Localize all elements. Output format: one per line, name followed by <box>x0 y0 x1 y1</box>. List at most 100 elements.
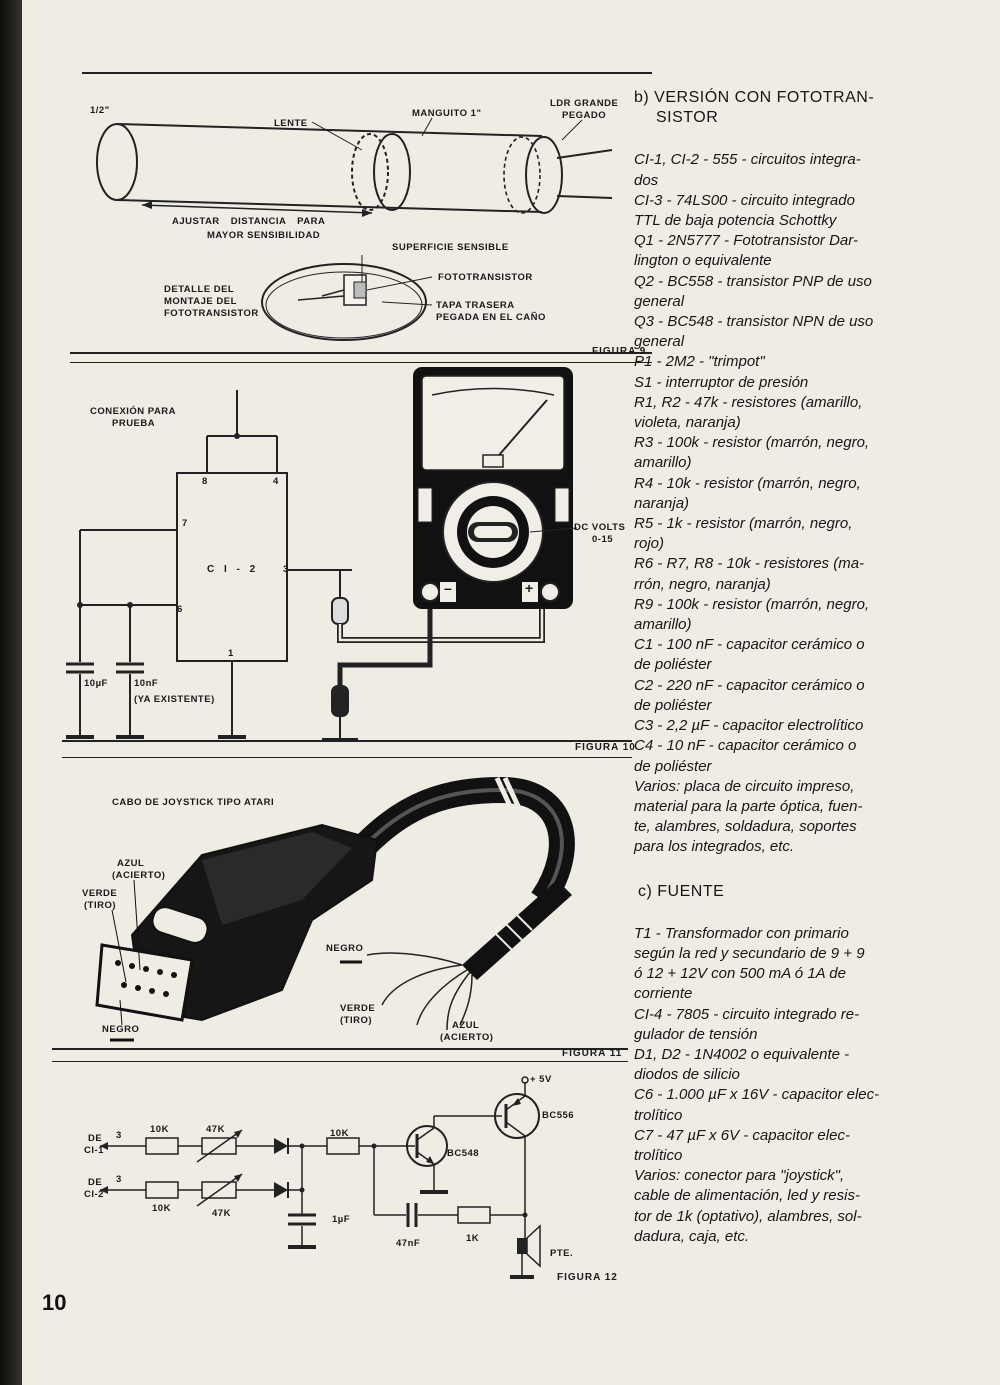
magazine-page: 1/2" LENTE MANGUITO 1" LDR GRANDE PEGADO… <box>22 0 1000 1385</box>
fig9-label: FIGURA 9 <box>592 346 647 357</box>
parts-list-b: CI-1, CI-2 - 555 - circuitos integra-dos… <box>634 150 944 857</box>
parts-list-line: C4 - 10 nF - capacitor cerámico o <box>634 737 857 755</box>
parts-list-line: de poliéster <box>634 757 712 775</box>
fig12-de-ci1-1: DE <box>88 1133 103 1144</box>
fig12-r47k-a: 47K <box>206 1124 225 1135</box>
parts-list-line: Q3 - BC548 - transistor NPN de uso <box>634 313 874 331</box>
parts-list-line: diodos de silicio <box>634 1066 740 1084</box>
fig9-ajustar-1: AJUSTAR DISTANCIA PARA <box>172 216 326 227</box>
fig12-de-ci2-2: CI-2 <box>84 1189 104 1200</box>
fig11-label: FIGURA 11 <box>562 1048 623 1059</box>
parts-list-line: R4 - 10k - resistor (marrón, negro, <box>634 474 861 492</box>
figure-11-drawing <box>95 776 575 1042</box>
fig11-verde-wire-1: VERDE <box>340 1003 376 1014</box>
parts-list-line: amarillo) <box>634 454 692 472</box>
fig10-dc-volts-2: 0-15 <box>592 534 614 545</box>
parts-list-line: R9 - 100k - resistor (marrón, negro, <box>634 595 870 613</box>
fig12-r47k-b: 47K <box>212 1208 231 1219</box>
parts-list-line: C1 - 100 nF - capacitor cerámico o <box>634 636 865 654</box>
fig11-azul-wire-1: AZUL <box>452 1020 480 1031</box>
fig9-ldr-2: PEGADO <box>562 110 607 121</box>
fig9-half-inch: 1/2" <box>90 105 110 116</box>
fig11-verde-wire-2: (TIRO) <box>340 1015 373 1026</box>
fig9-manguito: MANGUITO 1" <box>412 108 482 119</box>
heading-fuente: c) FUENTE <box>638 882 725 900</box>
fig12-r1k: 1K <box>466 1233 480 1244</box>
parts-list-line: Q2 - BC558 - transistor PNP de uso <box>634 272 872 290</box>
fig10-conexion-2: PRUEBA <box>112 418 156 429</box>
fig10-existente: (YA EXISTENTE) <box>134 694 215 705</box>
parts-list-line: D1, D2 - 1N4002 o equivalente - <box>634 1045 850 1063</box>
rule-top <box>82 72 652 74</box>
fig10-pin-3: 3 <box>283 564 289 575</box>
fig10-cap-10uf: 10µF <box>84 678 108 689</box>
figure-9-drawing <box>96 117 613 341</box>
parts-list-line: R6 - R7, R8 - 10k - resistores (ma- <box>634 555 865 573</box>
parts-list-line: C2 - 220 nF - capacitor cerámico o <box>634 676 865 694</box>
fig9-tapa-1: TAPA TRASERA <box>436 300 515 311</box>
fig10-plus: + <box>525 580 534 596</box>
parts-list-line: gulador de tensión <box>634 1025 758 1043</box>
parts-list-line: Varios: placa de circuito impreso, <box>634 777 855 795</box>
fig9-lente: LENTE <box>274 118 308 129</box>
parts-list-line: S1 - interruptor de presión <box>634 373 809 391</box>
parts-list-line: material para la parte óptica, fuen- <box>634 797 863 815</box>
parts-list-line: C3 - 2,2 µF - capacitor electrolítico <box>634 717 864 735</box>
fig12-de-ci1-2: CI-1 <box>84 1145 104 1156</box>
parts-list-line: trolítico <box>634 1106 683 1124</box>
parts-list-line: P1 - 2M2 - "trimpot" <box>634 353 765 371</box>
fig9-detalle-3: FOTOTRANSISTOR <box>164 308 259 319</box>
parts-list-line: C6 - 1.000 µF x 16V - capacitor elec- <box>634 1086 880 1104</box>
parts-list-line: CI-3 - 74LS00 - circuito integrado <box>634 191 855 209</box>
heading-fototransistor-1: b) VERSIÓN CON FOTOTRAN- <box>634 89 875 106</box>
fig9-detalle-1: DETALLE DEL <box>164 284 235 295</box>
fig9-detalle-2: MONTAJE DEL <box>164 296 237 307</box>
parts-list-line: Q1 - 2N5777 - Fototransistor Dar- <box>634 232 858 250</box>
parts-list-line: te, alambres, soldadura, soportes <box>634 818 857 836</box>
parts-list-line: C7 - 47 µF x 6V - capacitor elec- <box>634 1126 850 1144</box>
fig12-r10k-a: 10K <box>150 1124 169 1135</box>
fig10-pin-7: 7 <box>182 518 188 529</box>
fig10-dc-volts-1: DC VOLTS <box>574 522 626 533</box>
page-number: 10 <box>42 1290 67 1315</box>
fig10-pin-1: 1 <box>228 648 234 659</box>
fig12-plus5v: + 5V <box>530 1074 552 1085</box>
figure-12-drawing <box>100 1076 541 1279</box>
fig10-label: FIGURA 10 <box>575 742 636 753</box>
fig12-bc556: BC556 <box>542 1110 575 1121</box>
parts-list-line: rrón, negro, naranja) <box>634 575 771 593</box>
parts-list-line: de poliéster <box>634 696 712 714</box>
fig11-verde-top-2: (TIRO) <box>84 900 117 911</box>
fig10-ic-name: C I - 2 <box>207 564 256 575</box>
rule-fig11b <box>52 1061 628 1062</box>
fig11-cabo: CABO DE JOYSTICK TIPO ATARI <box>112 797 275 808</box>
heading-fototransistor-2: SISTOR <box>656 109 719 127</box>
parts-list-line: R1, R2 - 47k - resistores (amarillo, <box>634 393 863 411</box>
parts-list-line: Varios: conector para "joystick", <box>634 1167 845 1185</box>
rule-fig10b <box>62 757 632 758</box>
figure-10-drawing <box>66 367 578 742</box>
fig10-pin-6: 6 <box>177 604 183 615</box>
fig10-conexion-1: CONEXIÓN PARA <box>90 406 177 417</box>
parts-list-line: corriente <box>634 985 693 1003</box>
fig11-azul-top-2: (ACIERTO) <box>112 870 166 881</box>
parts-list-line: violeta, naranja) <box>634 414 741 432</box>
parts-list-line: CI-4 - 7805 - circuito integrado re- <box>634 1005 860 1023</box>
fig9-tapa-2: PEGADA EN EL CAÑO <box>436 312 546 323</box>
fig10-pin-8: 8 <box>202 476 208 487</box>
parts-list-column: b) VERSIÓN CON FOTOTRAN- SISTOR CI-1, CI… <box>634 88 944 1247</box>
parts-list-line: dadura, caja, etc. <box>634 1227 750 1245</box>
rule-fig11 <box>52 1048 628 1050</box>
parts-list-line: R3 - 100k - resistor (marrón, negro, <box>634 434 870 452</box>
parts-list-line: general <box>634 292 685 310</box>
fig11-azul-wire-2: (ACIERTO) <box>440 1032 494 1043</box>
parts-list-line: amarillo) <box>634 616 692 634</box>
fig10-minus: – <box>444 580 453 596</box>
parts-list-line: naranja) <box>634 494 690 512</box>
fig12-c1uf: 1µF <box>332 1214 351 1225</box>
fig11-azul-top-1: AZUL <box>117 858 145 869</box>
fig12-pin3a: 3 <box>116 1130 122 1141</box>
fig9-ajustar-2: MAYOR SENSIBILIDAD <box>207 230 321 241</box>
fig11-negro-wire: NEGRO <box>326 943 364 954</box>
parts-list-line: de poliéster <box>634 656 712 674</box>
